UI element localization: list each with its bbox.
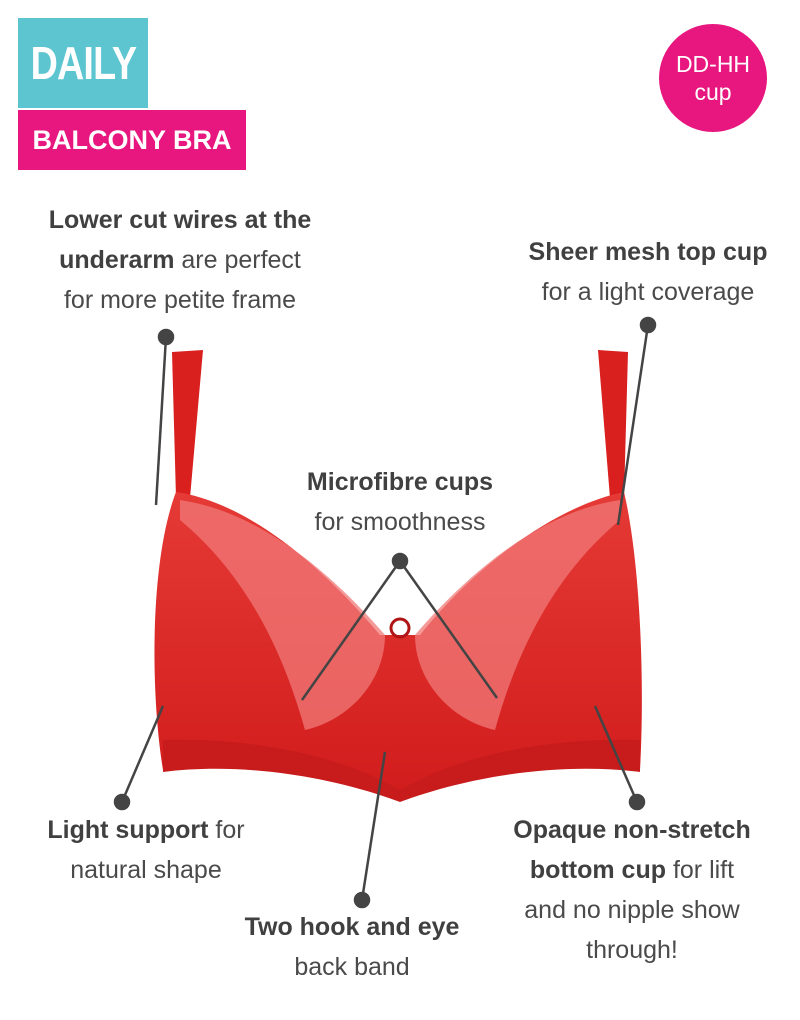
annotation-text: natural shape: [70, 856, 222, 884]
annotation-support: Light support for natural shape: [47, 810, 244, 890]
back-band: [163, 739, 640, 802]
left-mesh-cup: [180, 500, 385, 730]
annotation-heading: bottom cup: [529, 856, 667, 884]
annotation-text: and no nipple show: [524, 896, 740, 924]
annotation-heading: Light support: [47, 816, 209, 844]
annotation-microfibre: Microfibre cups for smoothness: [307, 462, 493, 542]
pointer-dot: [113, 793, 131, 811]
annotation-heading: Sheer mesh top cup: [528, 238, 768, 266]
category-badge: DAILY: [18, 18, 148, 108]
annotation-text: for smoothness: [314, 508, 486, 536]
annotation-heading: Lower cut wires at the: [48, 206, 312, 234]
pointer-dot: [391, 552, 409, 570]
category-label: DAILY: [30, 37, 136, 89]
annotation-text: for lift: [666, 856, 735, 884]
center-ring: [389, 617, 411, 639]
annotation-heading: Opaque non-stretch: [513, 816, 751, 844]
annotation-mesh: Sheer mesh top cup for a light coverage: [529, 232, 768, 312]
annotation-text: for a light coverage: [541, 278, 755, 306]
annotation-text: are perfect: [174, 246, 301, 274]
pointer-dot: [353, 891, 371, 909]
cup-size-badge: DD-HH cup: [659, 24, 767, 132]
cup-range: DD-HH: [675, 51, 751, 77]
annotation-hook: Two hook and eye back band: [245, 907, 460, 987]
cup-label: cup: [694, 79, 732, 105]
annotation-opaque: Opaque non-stretch bottom cup for lift a…: [513, 810, 751, 970]
style-badge: BALCONY BRA: [18, 110, 246, 170]
annotation-wires: Lower cut wires at the underarm are perf…: [49, 200, 312, 320]
annotation-heading: Microfibre cups: [306, 468, 494, 496]
annotation-text: through!: [586, 936, 678, 964]
left-strap: [172, 350, 203, 498]
annotation-heading: Two hook and eye: [244, 913, 460, 941]
pointer-dot: [628, 793, 646, 811]
right-strap: [598, 350, 628, 498]
annotation-text: for more petite frame: [63, 286, 297, 314]
pointer-dot: [157, 328, 175, 346]
annotation-text: for: [208, 816, 245, 844]
pointer-dot: [639, 316, 657, 334]
right-mesh-cup: [415, 500, 620, 730]
annotation-heading: underarm: [59, 246, 175, 274]
annotation-text: back band: [294, 953, 410, 981]
